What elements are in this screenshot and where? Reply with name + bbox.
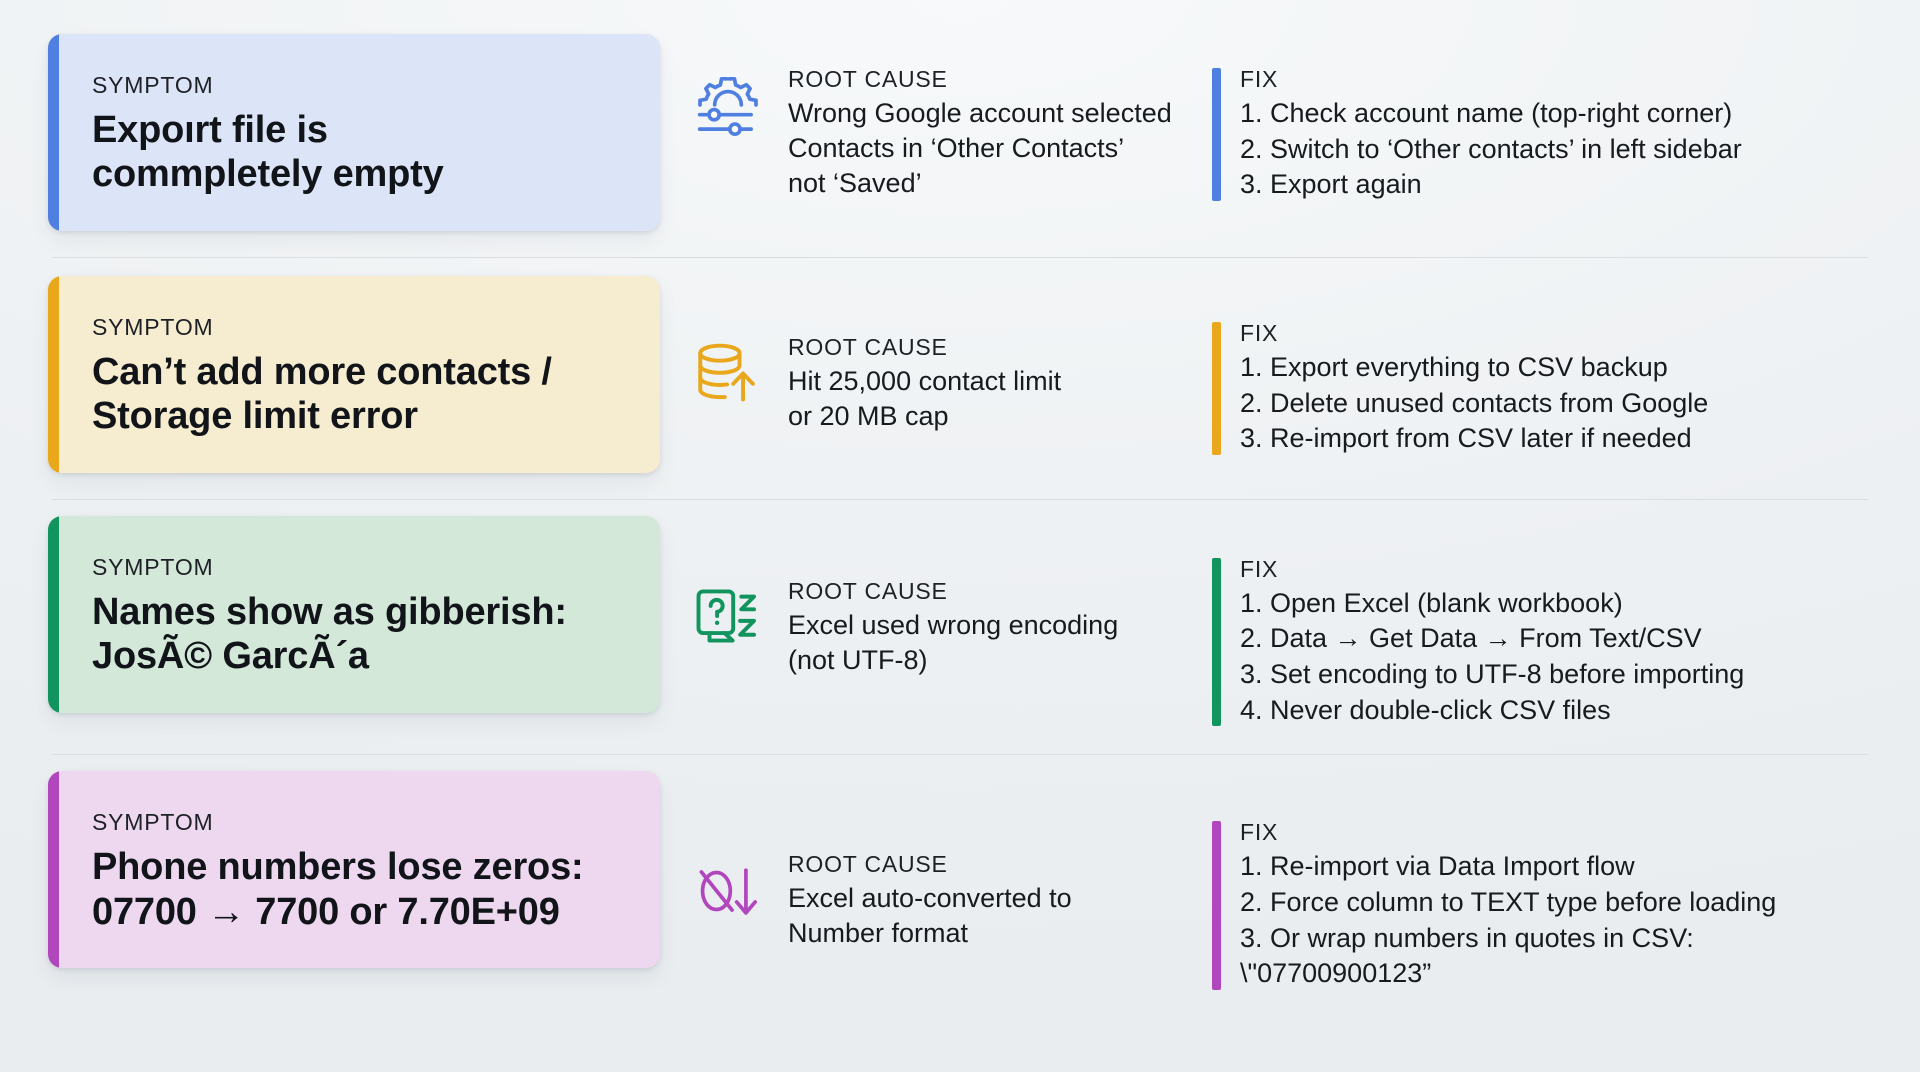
settings-sliders-icon: [686, 64, 770, 148]
row-divider: [52, 754, 1868, 756]
fix-step: 2. Delete unused contacts from Google: [1240, 387, 1709, 418]
zero-dropped-down-arrow-icon: [686, 849, 770, 933]
symptom-label: SYMPTOM: [92, 553, 214, 580]
fix-step-list: 1. Open Excel (blank workbook) 2. Data →…: [1240, 586, 1872, 729]
root-cause-label: ROOT CAUSE: [788, 851, 948, 878]
fix-label: FIX: [1240, 319, 1279, 346]
fix-step: 2. Force column to TEXT type before load…: [1240, 886, 1777, 917]
row-divider: [52, 498, 1868, 500]
fix-block-2: FIX 1. Export everything to CSV backup 2…: [1212, 320, 1872, 457]
fix-step: 3. Or wrap numbers in quotes in CSV: \"0…: [1240, 922, 1694, 989]
symptom-label: SYMPTOM: [92, 72, 214, 98]
fix-label: FIX: [1240, 555, 1279, 582]
fix-step: 1. Check account name (top-right corner): [1240, 98, 1733, 128]
root-cause-label: ROOT CAUSE: [788, 66, 948, 92]
symptom-label: SYMPTOM: [92, 313, 214, 340]
symptom-text: Can’t add more contacts / Storage limit …: [92, 350, 552, 438]
fix-step: 2. Data → Get Data → From Text/CSV: [1240, 623, 1702, 654]
fix-step: 1. Re-import via Data Import flow: [1240, 851, 1635, 882]
fix-step: 3. Set encoding to UTF-8 before importin…: [1240, 659, 1745, 690]
symptom-card-1: SYMPTOM Expoırt file is commpletely empt…: [48, 34, 660, 231]
fix-step-list: 1. Check account name (top-right corner)…: [1240, 96, 1872, 203]
issue-row-4: SYMPTOM Phone numbers lose zeros: 07700 …: [48, 755, 1872, 992]
symptom-text: Expoırt file is commpletely empty: [92, 109, 444, 196]
symptom-card-4: SYMPTOM Phone numbers lose zeros: 07700 …: [48, 771, 660, 969]
root-cause-text: Wrong Google account selected Contacts i…: [788, 98, 1172, 199]
fix-step: 4. Never double-click CSV files: [1240, 694, 1611, 725]
row-gap: [48, 231, 1872, 257]
symptom-label: SYMPTOM: [92, 809, 214, 836]
symptom-text: Names show as gibberish: JosÃ© GarcÃ´a: [92, 590, 567, 678]
root-cause-text: Hit 25,000 contact limit or 20 MB cap: [788, 365, 1062, 431]
fix-step: 2. Switch to ‘Other contacts’ in left si…: [1240, 133, 1742, 164]
database-upload-icon: [686, 332, 770, 416]
root-cause-label: ROOT CAUSE: [788, 577, 948, 604]
root-cause-text: Excel used wrong encoding (not UTF-8): [788, 609, 1119, 675]
root-cause-block-3: ROOT CAUSE Excel used wrong encoding (no…: [660, 516, 1212, 678]
fix-step: 1. Export everything to CSV backup: [1240, 351, 1668, 382]
root-cause-block-4: ROOT CAUSE Excel auto-converted to Numbe…: [660, 771, 1212, 951]
root-cause-block-2: ROOT CAUSE Hit 25,000 contact limit or 2…: [660, 276, 1212, 434]
fix-step-list: 1. Re-import via Data Import flow 2. For…: [1240, 849, 1872, 992]
symptom-card-2: SYMPTOM Can’t add more contacts / Storag…: [48, 275, 660, 473]
row-divider: [52, 256, 1868, 258]
fix-label: FIX: [1240, 66, 1279, 92]
issue-row-1: SYMPTOM Expoırt file is commpletely empt…: [48, 34, 1872, 231]
fix-label: FIX: [1240, 819, 1279, 846]
unknown-character-encoding-icon: [686, 576, 770, 660]
fix-step: 3. Re-import from CSV later if needed: [1240, 423, 1692, 454]
fix-block-3: FIX 1. Open Excel (blank workbook) 2. Da…: [1212, 556, 1872, 729]
root-cause-text: Excel auto-converted to Number format: [788, 883, 1072, 949]
symptom-card-3: SYMPTOM Names show as gibberish: JosÃ© G…: [48, 515, 660, 713]
fix-step: 1. Open Excel (blank workbook): [1240, 587, 1623, 618]
row-gap: [48, 473, 1872, 499]
fix-step: 3. Export again: [1240, 169, 1422, 200]
root-cause-label: ROOT CAUSE: [788, 333, 948, 360]
fix-block-4: FIX 1. Re-import via Data Import flow 2.…: [1212, 819, 1872, 992]
issue-row-2: SYMPTOM Can’t add more contacts / Storag…: [48, 258, 1872, 473]
fix-step-list: 1. Export everything to CSV backup 2. De…: [1240, 350, 1872, 457]
row-gap: [48, 728, 1872, 754]
issue-row-3: SYMPTOM Names show as gibberish: JosÃ© G…: [48, 500, 1872, 729]
symptom-text: Phone numbers lose zeros: 07700 → 7700 o…: [92, 846, 584, 933]
fix-block-1: FIX 1. Check account name (top-right cor…: [1212, 66, 1872, 203]
root-cause-block-1: ROOT CAUSE Wrong Google account selected…: [660, 34, 1212, 201]
